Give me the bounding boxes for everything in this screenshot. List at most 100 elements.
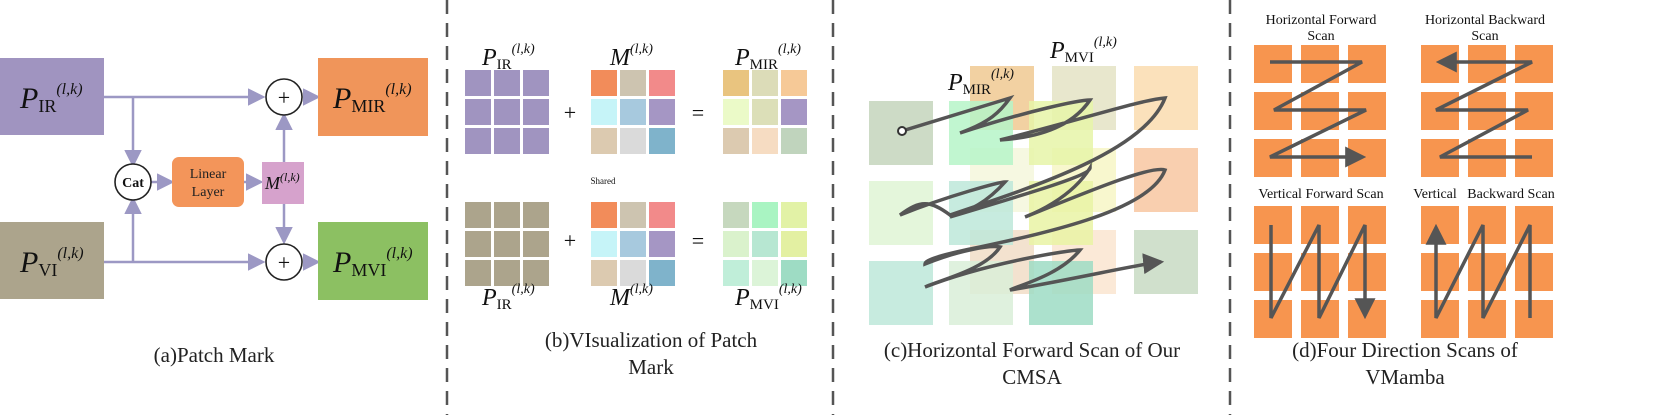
d-vb-cell [1515, 300, 1553, 338]
b-pvi-cell [465, 231, 491, 257]
d-vertical-backward-grid [1421, 206, 1553, 338]
b-mark-bottom-cell [649, 231, 675, 257]
c-scan-path [898, 94, 1168, 292]
d-vf-cell [1254, 253, 1292, 291]
b-pmvi-cell [723, 231, 749, 257]
b-plus-top: + [564, 100, 576, 125]
p-ir-label: PIR(l,k) [19, 81, 83, 116]
linear-layer-label-1: Linear [190, 167, 227, 182]
b-mark-top-cell [649, 99, 675, 125]
c-label-pmir: PMIR(l,k) [947, 67, 1014, 98]
p-mvi-block [318, 222, 428, 300]
d-vf-cell [1348, 206, 1386, 244]
b-pvi-cell [494, 260, 520, 286]
b-pmir-cell [752, 70, 778, 96]
b-mark-bottom-cell [591, 260, 617, 286]
b-pmvi-cell [752, 231, 778, 257]
caption-b-line2: Mark [628, 355, 674, 379]
b-mark-top-cell [620, 128, 646, 154]
d-hb-cell [1421, 45, 1459, 83]
b-grid-mark-top [591, 70, 675, 154]
b-mark-bottom-cell [591, 231, 617, 257]
c-label-pmvi: PMVI(l,k) [1049, 35, 1117, 66]
b-mark-top-cell [620, 99, 646, 125]
b-label-pmir-top: PMIR(l,k) [734, 42, 801, 73]
d-hf-title-2: Scan [1307, 29, 1334, 44]
d-vf-cell [1348, 300, 1386, 338]
b-mark-bottom-cell [649, 260, 675, 286]
b-grid-mark-bottom [591, 202, 675, 286]
d-vf-cell [1348, 253, 1386, 291]
d-hf-path [1269, 60, 1367, 168]
mark-block [262, 162, 304, 204]
c-front-cell [949, 261, 1013, 325]
b-mark-bottom-cell [649, 202, 675, 228]
b-label-pir-top: PIR(l,k) [481, 42, 535, 73]
b-mark-top-cell [620, 70, 646, 96]
p-ir-block [0, 58, 104, 135]
b-pir-cell [494, 70, 520, 96]
c-front-cell [949, 101, 1013, 165]
p-mir-block [318, 58, 428, 136]
b-equals-bottom: = [692, 228, 704, 253]
b-pir-cell [465, 99, 491, 125]
b-pmir-cell [781, 99, 807, 125]
b-grid-pmir [723, 70, 807, 154]
cat-node-label: Cat [122, 176, 144, 191]
d-hb-cell [1515, 45, 1553, 83]
panel-a-patch-mark: PIR(l,k) PVI(l,k) PMIR(l,k) PMVI(l,k) + … [0, 58, 428, 367]
d-vb-cell [1468, 206, 1506, 244]
d-vb-path [1425, 223, 1532, 319]
linear-layer-label-2: Layer [192, 185, 225, 200]
d-vb-cell [1421, 300, 1459, 338]
b-pmir-cell [781, 70, 807, 96]
caption-c-line1: (c)Horizontal Forward Scan of Our [884, 338, 1180, 362]
d-vb-cell [1468, 300, 1506, 338]
b-pvi-cell [494, 202, 520, 228]
b-pvi-cell [523, 260, 549, 286]
b-pmir-cell [752, 128, 778, 154]
panel-dividers [445, 0, 1232, 415]
b-label-pmvi-bottom: PMVI(l,k) [734, 282, 802, 313]
d-vb-title: Vertical Backward Scan [1413, 187, 1555, 202]
panel-a-connectors [104, 88, 321, 271]
b-pmvi-cell [752, 260, 778, 286]
b-pvi-cell [465, 260, 491, 286]
b-pmvi-cell [723, 202, 749, 228]
linear-layer-block [172, 157, 244, 207]
p-vi-block [0, 222, 104, 299]
b-plus-bottom: + [564, 228, 576, 253]
d-vb-cell [1515, 206, 1553, 244]
c-scan-start [897, 126, 907, 136]
b-pir-cell [523, 70, 549, 96]
panel-c-cmsa-scan: PMVI(l,k) PMIR(l,k) (c)Horizontal Forwar… [869, 35, 1198, 389]
b-pmvi-cell [752, 202, 778, 228]
b-label-pir-bottom: PIR(l,k) [481, 282, 535, 313]
b-mark-top-cell [591, 128, 617, 154]
p-mir-label: PMIR(l,k) [332, 81, 412, 116]
c-front-cell [1029, 261, 1093, 325]
b-pir-cell [494, 99, 520, 125]
cat-node [114, 163, 152, 201]
d-vf-path [1269, 224, 1376, 320]
b-label-m-bottom: M(l,k) [609, 282, 653, 311]
b-pir-cell [465, 128, 491, 154]
plus-node-top [265, 78, 303, 116]
b-pmvi-cell [781, 260, 807, 286]
b-pir-cell [465, 70, 491, 96]
c-back-cell [1134, 230, 1198, 294]
d-vb-cell [1421, 206, 1459, 244]
b-pvi-cell [465, 202, 491, 228]
b-mark-bottom-cell [591, 202, 617, 228]
caption-a: (a)Patch Mark [154, 343, 275, 367]
b-pmir-cell [723, 99, 749, 125]
b-pmir-cell [723, 70, 749, 96]
d-vb-cell [1515, 253, 1553, 291]
mark-label: M(l,k) [264, 170, 300, 193]
panel-d-vmamba-scans: Horizontal Forward Scan Horizontal Backw… [1254, 13, 1555, 389]
b-label-m-top: M(l,k) [609, 42, 653, 71]
b-mark-top-cell [591, 99, 617, 125]
d-vf-cell [1254, 206, 1292, 244]
plus-node-bottom-label: + [278, 250, 290, 275]
